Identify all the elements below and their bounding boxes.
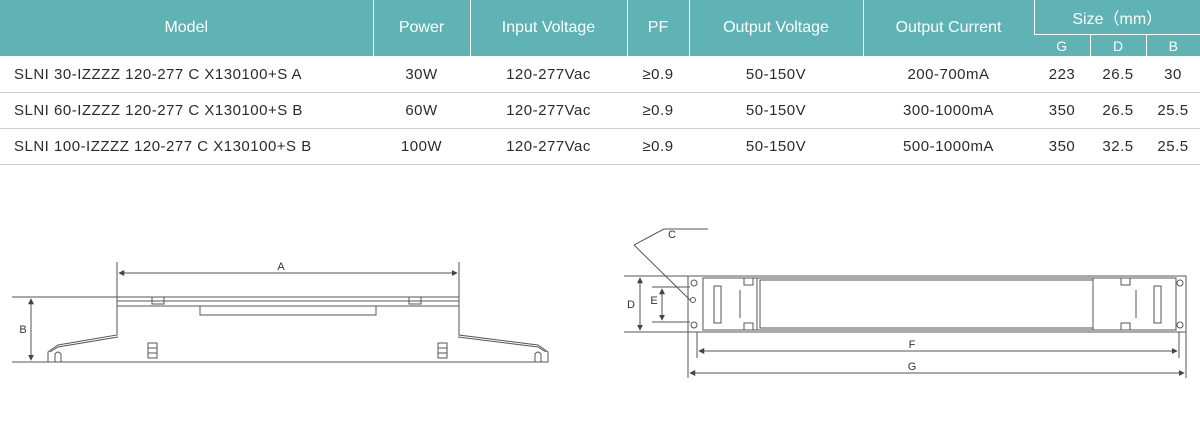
cell-size-b: 25.5	[1146, 128, 1200, 165]
cell-size-d: 26.5	[1090, 92, 1146, 129]
label-c: C	[668, 229, 676, 241]
cell-input-voltage: 120-277Vac	[470, 128, 627, 165]
cell-output-voltage: 50-150V	[689, 92, 863, 129]
cell-output-voltage: 50-150V	[689, 56, 863, 93]
header-size: Size（mm）	[1033, 0, 1200, 35]
cell-model: SLNI 100-IZZZZ 120-277 C X130100+S B	[0, 128, 373, 165]
label-b: B	[19, 324, 26, 336]
cell-size-b: 25.5	[1146, 92, 1200, 129]
label-g: G	[908, 361, 917, 373]
header-power: Power	[372, 0, 470, 57]
cell-size-d: 26.5	[1090, 56, 1146, 93]
header-input-voltage: Input Voltage	[469, 0, 627, 57]
cell-power: 60W	[373, 92, 470, 129]
table-row: SLNI 60-IZZZZ 120-277 C X130100+S B 60W …	[0, 92, 1200, 129]
header-output-voltage: Output Voltage	[688, 0, 863, 57]
cell-input-voltage: 120-277Vac	[470, 92, 627, 129]
cell-size-b: 30	[1146, 56, 1200, 93]
header-size-d: D	[1089, 34, 1146, 57]
header-output-current: Output Current	[862, 0, 1034, 57]
table-row: SLNI 30-IZZZZ 120-277 C X130100+S A 30W …	[0, 56, 1200, 93]
header-size-g: G	[1034, 34, 1090, 57]
cell-size-d: 32.5	[1090, 128, 1146, 165]
side-view-drawing	[12, 262, 549, 363]
cell-power: 30W	[373, 56, 470, 93]
cell-size-g: 350	[1034, 128, 1090, 165]
cell-pf: ≥0.9	[627, 56, 689, 93]
header-size-b: B	[1145, 34, 1200, 57]
cell-power: 100W	[373, 128, 470, 165]
label-d: D	[627, 299, 635, 311]
header-model: Model	[0, 0, 373, 57]
top-view-drawing	[624, 228, 1187, 378]
cell-input-voltage: 120-277Vac	[470, 56, 627, 93]
label-f: F	[909, 339, 916, 351]
table-row: SLNI 100-IZZZZ 120-277 C X130100+S B 100…	[0, 128, 1200, 165]
cell-output-voltage: 50-150V	[689, 128, 863, 165]
cell-model: SLNI 60-IZZZZ 120-277 C X130100+S B	[0, 92, 373, 129]
spec-table: Model Power Input Voltage PF Output Volt…	[0, 0, 1200, 165]
cell-pf: ≥0.9	[627, 128, 689, 165]
cell-size-g: 223	[1034, 56, 1090, 93]
label-e: E	[650, 295, 657, 307]
cell-output-current: 300-1000mA	[863, 92, 1034, 129]
cell-model: SLNI 30-IZZZZ 120-277 C X130100+S A	[0, 56, 373, 93]
dimension-drawings: A B	[12, 228, 1187, 378]
cell-output-current: 500-1000mA	[863, 128, 1034, 165]
cell-size-g: 350	[1034, 92, 1090, 129]
cell-output-current: 200-700mA	[863, 56, 1034, 93]
label-a: A	[277, 261, 285, 273]
cell-pf: ≥0.9	[627, 92, 689, 129]
header-pf: PF	[626, 0, 689, 57]
